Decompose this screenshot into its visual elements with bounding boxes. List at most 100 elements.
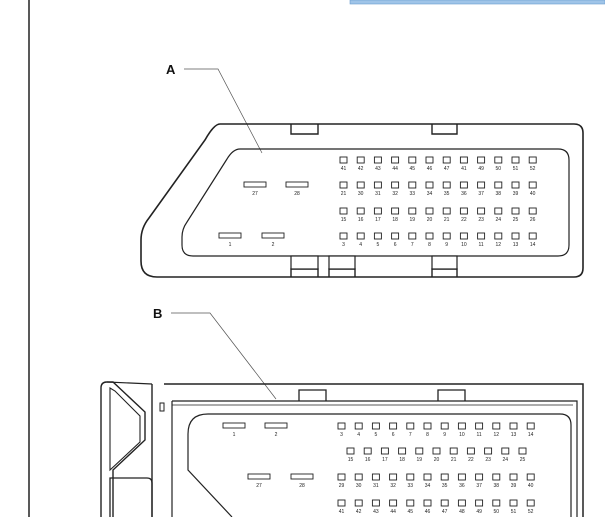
connector-a-latch-bottom-3 (431, 268, 458, 277)
pin-label: 39 (511, 483, 517, 489)
pin-socket (389, 473, 398, 481)
large-pin-socket (290, 473, 314, 480)
pin-label: 3 (340, 432, 343, 438)
large-pin-label: 27 (256, 483, 262, 489)
pin-socket (518, 447, 527, 455)
pin-socket (511, 232, 520, 240)
pin-label: 4 (359, 242, 362, 248)
pin-socket (459, 232, 468, 240)
pin-socket (509, 499, 518, 507)
pin-label: 23 (485, 457, 491, 463)
pin-socket (356, 181, 365, 189)
pin-socket (371, 473, 380, 481)
pin-label: 24 (496, 217, 502, 223)
pin-label: 47 (444, 166, 450, 172)
pin-socket (339, 232, 348, 240)
pin-label: 35 (444, 191, 450, 197)
pin-label: 33 (410, 191, 416, 197)
pin-label: 19 (410, 217, 416, 223)
large-pin-socket (261, 232, 285, 239)
pin-label: 49 (476, 509, 482, 515)
connector-b-mount-bracket (100, 381, 146, 517)
pin-label: 48 (459, 509, 465, 515)
pin-socket (528, 156, 537, 164)
pin-label: 25 (520, 457, 526, 463)
pin-socket (425, 207, 434, 215)
pin-label: 9 (443, 432, 446, 438)
pin-socket (477, 181, 486, 189)
pin-socket (511, 181, 520, 189)
pin-socket (425, 181, 434, 189)
pin-socket (373, 207, 382, 215)
large-pin-label: 1 (229, 242, 232, 248)
pin-label: 9 (445, 242, 448, 248)
pin-label: 52 (528, 509, 534, 515)
pin-label: 50 (494, 509, 500, 515)
pin-socket (346, 447, 355, 455)
pin-label: 32 (390, 483, 396, 489)
pin-socket (501, 447, 510, 455)
pin-socket (425, 232, 434, 240)
pin-socket (477, 207, 486, 215)
pin-label: 35 (442, 483, 448, 489)
pin-label: 17 (382, 457, 388, 463)
pin-label: 44 (392, 166, 398, 172)
large-pin-socket (247, 473, 271, 480)
large-pin-socket (218, 232, 242, 239)
pin-socket (363, 447, 372, 455)
pin-socket (511, 156, 520, 164)
pin-label: 43 (375, 166, 381, 172)
connector-a-outer-shell (140, 123, 584, 278)
pin-socket (509, 422, 518, 430)
pin-label: 15 (348, 457, 354, 463)
pin-socket (337, 473, 346, 481)
pin-socket (423, 422, 432, 430)
pin-socket (475, 422, 484, 430)
pin-socket (423, 473, 432, 481)
connector-b-mount-inner (109, 477, 153, 517)
large-pin-label: 28 (299, 483, 305, 489)
connector-a-latch-bottom-2 (328, 268, 356, 277)
pin-socket (354, 422, 363, 430)
pin-socket (494, 207, 503, 215)
connector-b-mount-notch (159, 402, 165, 412)
pin-label: 43 (373, 509, 379, 515)
pin-label: 41 (339, 509, 345, 515)
pin-socket (492, 473, 501, 481)
pin-label: 36 (461, 191, 467, 197)
pin-label: 19 (417, 457, 423, 463)
pin-label: 5 (377, 242, 380, 248)
connector-a-latch-tab-2 (328, 255, 356, 270)
pin-label: 26 (530, 217, 536, 223)
pin-label: 16 (365, 457, 371, 463)
pin-label: 49 (478, 166, 484, 172)
pin-socket (408, 207, 417, 215)
pin-label: 22 (461, 217, 467, 223)
pin-label: 7 (411, 242, 414, 248)
pin-label: 31 (375, 191, 381, 197)
connector-a-latch-tab-1 (290, 255, 319, 270)
pin-socket (391, 232, 400, 240)
pin-label: 37 (478, 191, 484, 197)
pin-label: 6 (392, 432, 395, 438)
pin-label: 23 (478, 217, 484, 223)
pin-socket (423, 499, 432, 507)
pin-socket (477, 232, 486, 240)
pin-label: 12 (494, 432, 500, 438)
pin-socket (442, 232, 451, 240)
pin-socket (354, 473, 363, 481)
pin-label: 16 (358, 217, 364, 223)
large-pin-label: 27 (252, 191, 258, 197)
pin-label: 17 (375, 217, 381, 223)
pin-label: 30 (358, 191, 364, 197)
pin-label: 51 (511, 509, 517, 515)
pin-socket (408, 232, 417, 240)
pin-label: 18 (399, 457, 405, 463)
pin-label: 52 (530, 166, 536, 172)
pin-label: 44 (390, 509, 396, 515)
pin-label: 31 (373, 483, 379, 489)
pin-label: 36 (459, 483, 465, 489)
pin-socket (406, 473, 415, 481)
